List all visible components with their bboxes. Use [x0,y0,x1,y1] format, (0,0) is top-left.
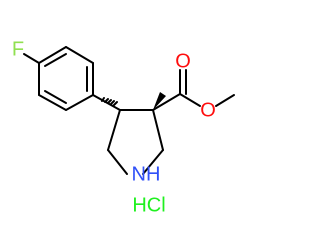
ester-bond-3 [215,94,235,107]
wedge-bond [153,92,166,110]
carbonyl-oxygen-label: O [175,50,191,72]
fluorine-bond [23,53,40,64]
ring-bond-2 [65,46,94,64]
pyrrolidine-bond-5 [107,149,128,175]
molecule-structure: F O O NH HCl [11,38,235,217]
atom-label-layer: F O O NH HCl [12,38,216,216]
ring-bond-4 [65,94,94,111]
ring-bond-5 [38,94,67,111]
hashed-wedge-bond [101,97,118,106]
pyrrolidine-bond-2 [152,109,164,151]
nitrogen-label: NH [132,163,161,185]
ring-bond-1 [38,46,67,64]
stereo-layer [101,92,166,110]
structure-svg: F O O NH HCl [12,38,235,216]
aryl-pyrrolidine-bond [92,94,121,111]
bond-layer [23,46,235,175]
pyrrolidine-bond-4 [107,109,121,151]
hcl-label: HCl [132,194,165,216]
ester-bond-1 [152,93,181,111]
ester-oxygen-label: O [200,99,216,121]
ester-bond-2 [179,93,201,107]
ring-inner-bond-1 [44,53,67,67]
ring-inner-bond-3 [44,90,67,104]
pyrrolidine-bond-3 [142,149,164,175]
fluorine-label: F [12,38,24,60]
